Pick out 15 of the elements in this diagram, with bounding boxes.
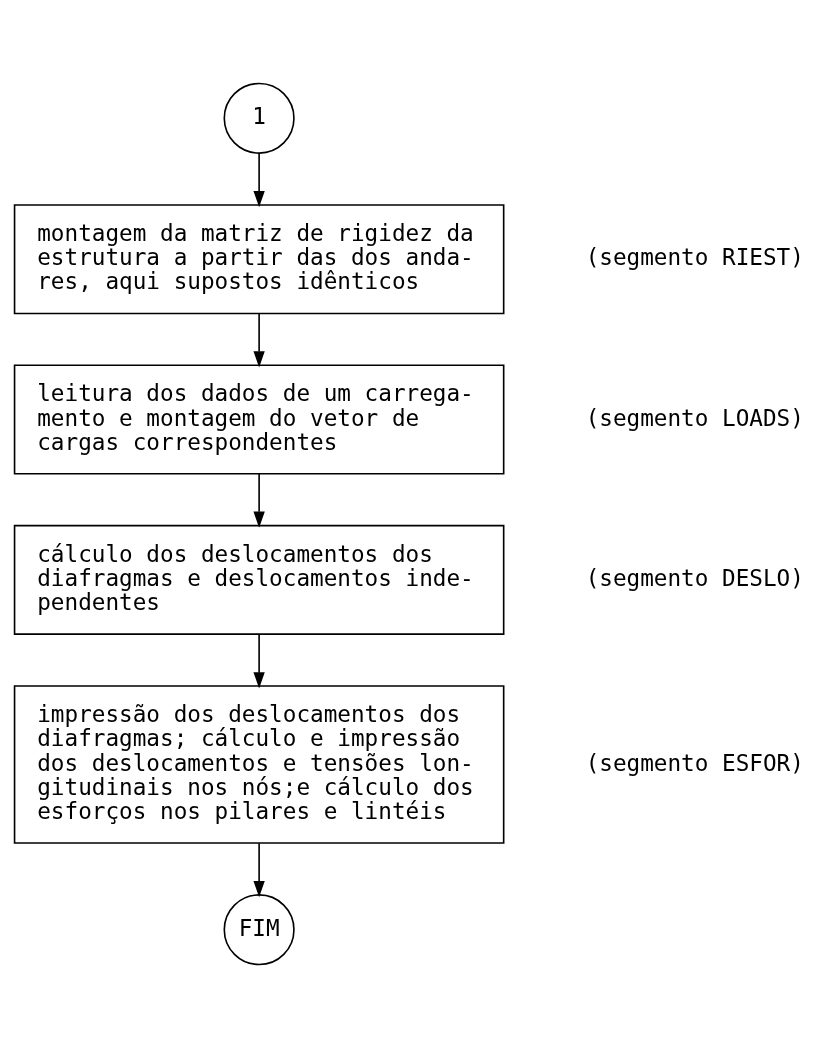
- node-circle: FIM: [223, 893, 295, 965]
- node-label: (segmento RIEST): [585, 243, 804, 270]
- arrow: [253, 472, 265, 528]
- node-label: (segmento LOADS): [585, 404, 804, 431]
- arrow: [253, 151, 265, 207]
- node-circle: 1: [223, 82, 295, 154]
- node-box: impressão dos deslocamentos dos diafragmas; cálculo e impressão dos deslocamentos e tensões lon- gitudinais nos nós;e cálculo dos esforços nos pilares e lintéis: [13, 684, 505, 844]
- arrow: [253, 842, 265, 897]
- node-label: (segmento ESFOR): [585, 749, 804, 775]
- arrow: [253, 633, 265, 688]
- node-label: (segmento DESLO): [585, 564, 804, 591]
- node-box: montagem da matriz de rigidez da estrutura a partir das dos anda- res, aqui supostos idênticos: [13, 203, 505, 314]
- arrow: [253, 312, 265, 367]
- node-box: cálculo dos deslocamentos dos diafragmas e deslocamentos inde- pendentes: [13, 524, 505, 635]
- node-box: leitura dos dados de um carrega- mento e montagem do vetor de cargas correspondentes: [13, 363, 505, 475]
